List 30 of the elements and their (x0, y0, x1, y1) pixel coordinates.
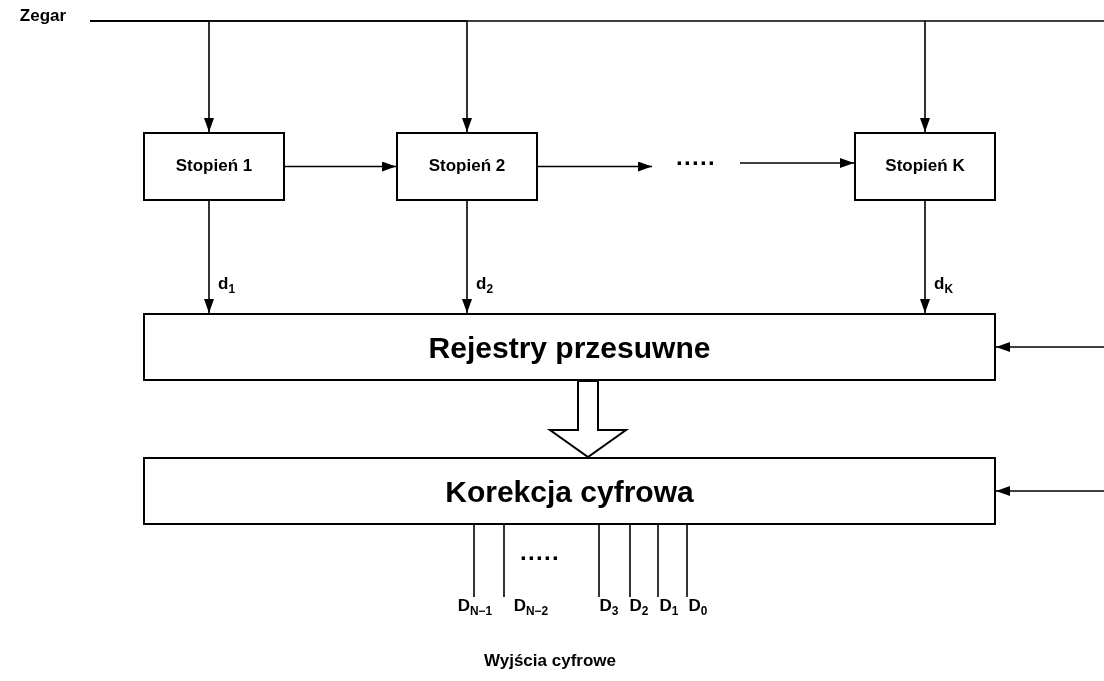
arrow (204, 200, 214, 314)
arrow (739, 158, 855, 168)
output-line (503, 524, 505, 598)
output-label: D$_{1}$ (654, 597, 684, 625)
outputs-caption: Wyjścia cyfrowe (484, 652, 616, 671)
arrow (89, 20, 930, 133)
arrow (920, 200, 930, 314)
output-line (629, 524, 631, 598)
output-label: D$_{3}$ (594, 597, 624, 625)
output-label: D$_{0}$ (683, 597, 713, 625)
output-line (598, 524, 600, 598)
output-label: D$_{2}$ (624, 597, 654, 625)
ellipsis-dots: ····· (652, 150, 740, 176)
output-line (473, 524, 475, 598)
shift-register-box: Rejestry przesuwne (143, 313, 996, 381)
digital-correction-box: Korekcja cyfrowa (143, 457, 996, 525)
output-line (657, 524, 659, 598)
output-label: D$_{N−1}$ (447, 597, 503, 625)
arrow (462, 200, 472, 314)
arrow (284, 161, 397, 172)
stage-box: Stopień 1 (143, 132, 285, 201)
output-label: D$_{N−2}$ (503, 597, 559, 625)
clock-label: Zegar (6, 7, 80, 35)
block-arrow (546, 380, 630, 459)
arrow (995, 342, 1104, 352)
arrow (537, 161, 653, 172)
stage-box: Stopień K (854, 132, 996, 201)
stage-box: Stopień 2 (396, 132, 538, 201)
arrow (995, 486, 1104, 496)
output-line (686, 524, 688, 598)
